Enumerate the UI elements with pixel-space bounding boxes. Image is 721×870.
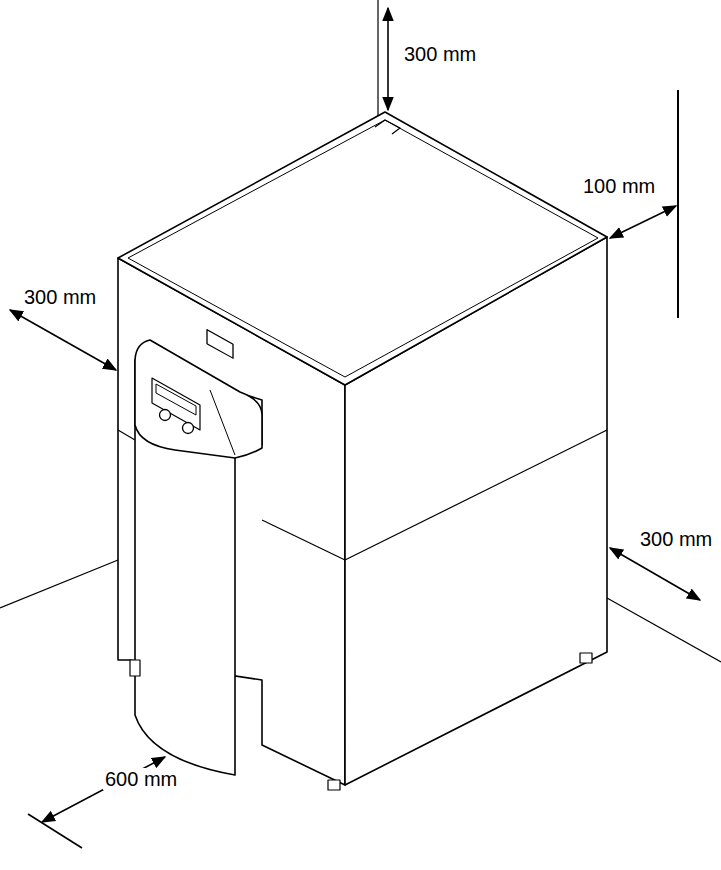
foot xyxy=(580,653,592,663)
top-panel-rim xyxy=(128,120,598,377)
foot xyxy=(328,780,340,790)
dimension-arrow xyxy=(10,310,116,370)
dimension-label: 300 mm xyxy=(402,43,478,65)
side-panel-seam xyxy=(345,430,607,560)
knob xyxy=(183,423,194,434)
dimension-label: 300 mm xyxy=(638,528,714,550)
foot xyxy=(130,660,140,676)
wall-corner-line xyxy=(377,0,378,118)
dimension-arrow xyxy=(610,206,676,238)
logo-badge xyxy=(207,330,233,358)
side-wall xyxy=(677,90,679,318)
dimension-label: 300 mm xyxy=(22,286,98,308)
display xyxy=(152,378,200,430)
floor-line xyxy=(0,560,118,608)
heat-pump-unit xyxy=(118,112,607,790)
front-seam xyxy=(262,520,345,560)
knob xyxy=(160,410,171,421)
dimension-arrow xyxy=(610,548,700,600)
dimension-label: 600 mm xyxy=(103,768,179,790)
front-reference-line xyxy=(28,814,82,848)
dimension-label: 100 mm xyxy=(581,175,657,197)
front-seam xyxy=(118,430,135,440)
floor-line xyxy=(607,598,721,662)
top-panel xyxy=(118,112,607,385)
control-panel xyxy=(135,340,262,458)
panel-edge xyxy=(210,390,235,455)
dimension-arrow xyxy=(387,8,389,110)
top-hook xyxy=(375,120,400,134)
